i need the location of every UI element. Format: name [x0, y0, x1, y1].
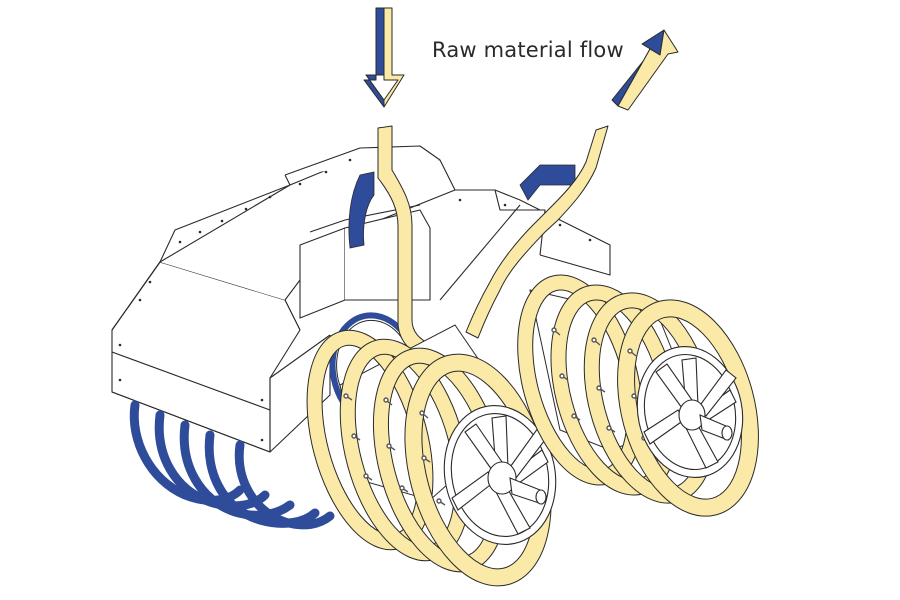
housing-rivets: [118, 158, 592, 442]
left-rotor-wheel: [443, 405, 557, 545]
flow-label: Raw material flow: [432, 38, 624, 62]
arrow-up-right-icon: [611, 29, 679, 111]
right-wheel-spokes: [643, 357, 737, 469]
left-rotor-flow-loops: [306, 329, 552, 587]
rear-flow-loops: [129, 400, 335, 530]
arrow-down-icon: [363, 7, 405, 108]
right-rotor: [517, 274, 759, 517]
flow-dark-channel: [348, 164, 576, 249]
left-rotor: [306, 324, 557, 587]
right-rotor-wheel: [636, 345, 744, 479]
left-rotor-studs: [343, 393, 446, 506]
